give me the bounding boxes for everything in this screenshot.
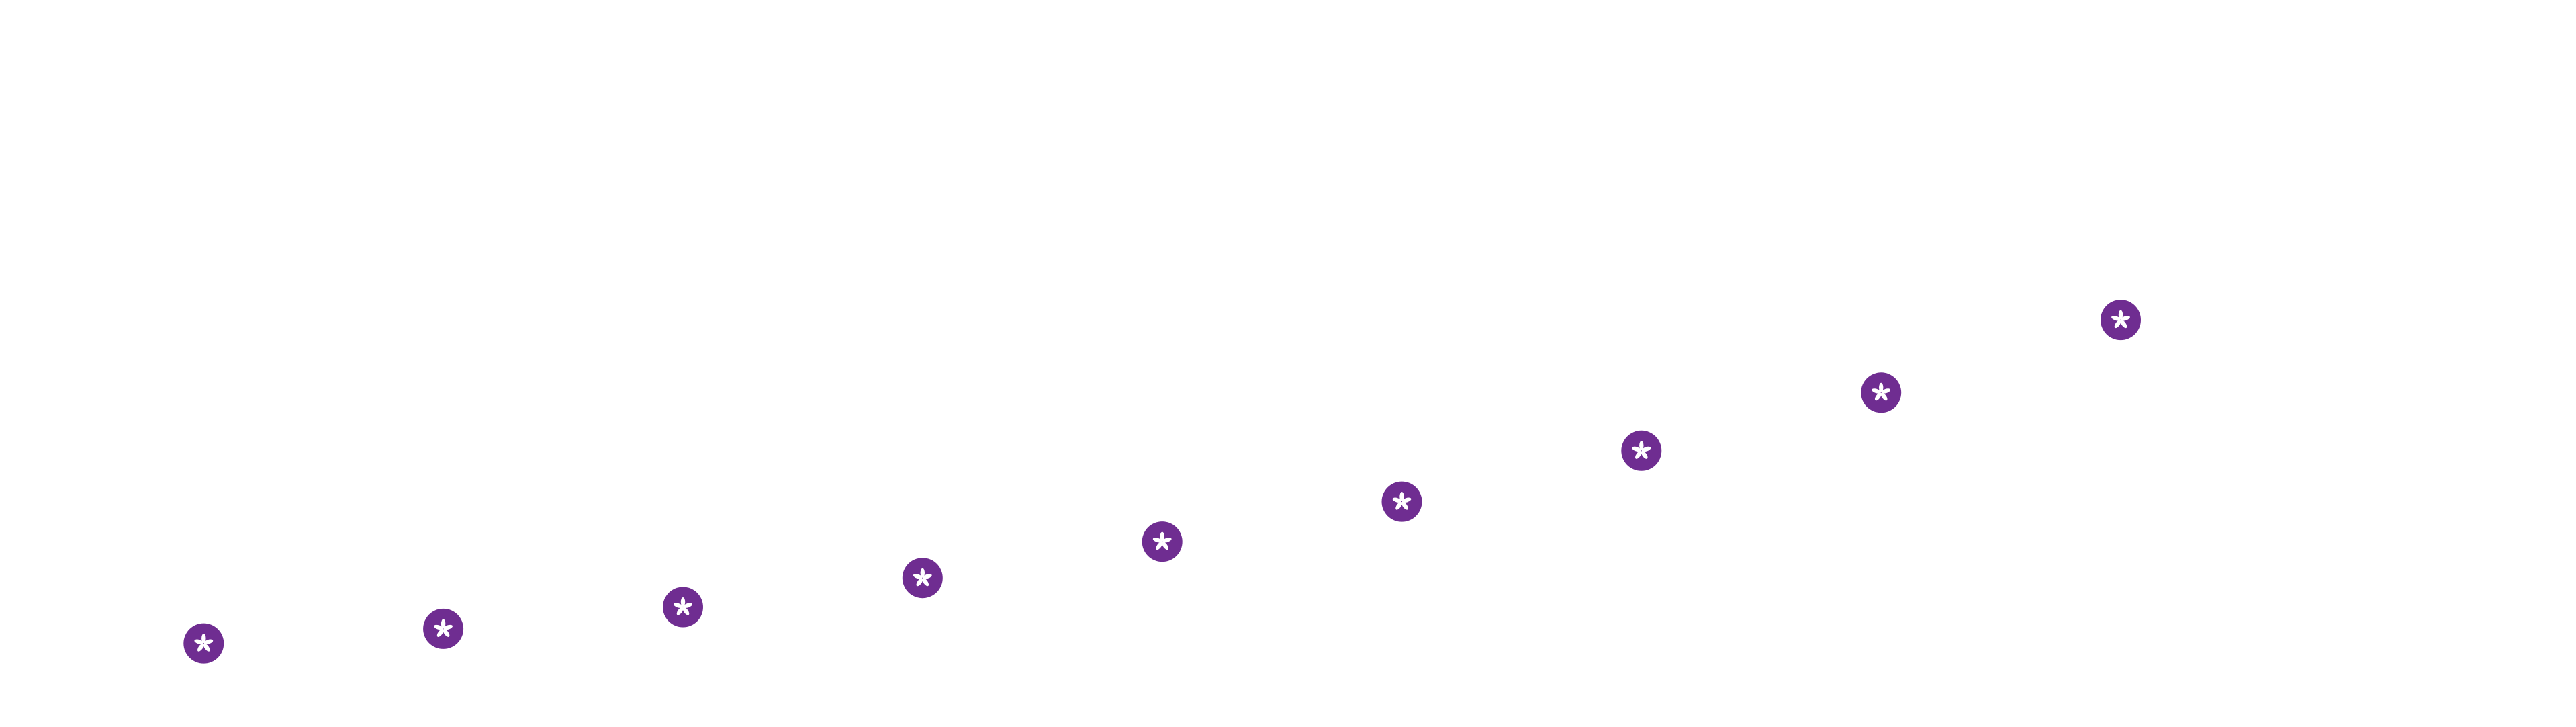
marker-circle	[1142, 521, 1183, 562]
data-point-4	[902, 558, 943, 599]
data-point-2	[423, 608, 464, 649]
marker-circle	[423, 608, 464, 649]
marker-circle	[2101, 300, 2141, 341]
marker-circle	[663, 587, 703, 628]
marker-circle	[1861, 372, 1902, 413]
data-point-3	[663, 587, 703, 628]
marker-circle	[1621, 430, 1662, 471]
data-point-8	[1861, 372, 1902, 413]
data-point-9	[2101, 300, 2141, 341]
marker-circle	[902, 558, 943, 599]
marker-circle	[183, 623, 224, 664]
data-point-5	[1142, 521, 1183, 562]
data-point-6	[1381, 481, 1422, 522]
marker-circle	[1381, 481, 1422, 522]
data-point-1	[183, 623, 224, 664]
data-point-7	[1621, 430, 1662, 471]
data-points	[183, 300, 2141, 664]
